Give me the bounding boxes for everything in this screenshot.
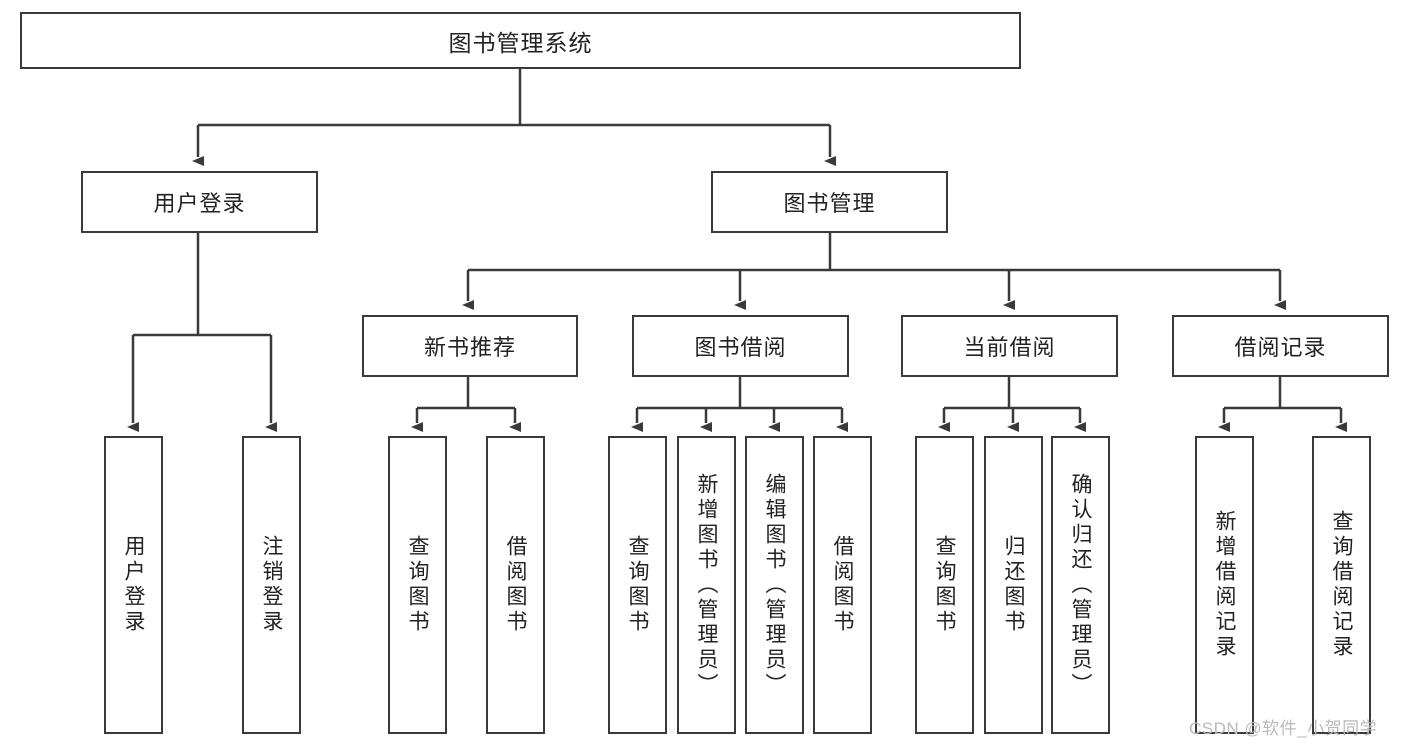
node-leaf-borrow-book-2[interactable]: 借阅图书 [813,436,872,734]
node-leaf-add-book-label: 新增图书（管理员） [695,472,718,698]
node-book-manage-label: 图书管理 [783,191,876,216]
node-leaf-user-login[interactable]: 用户登录 [104,436,163,734]
node-user-login-label: 用户登录 [153,191,246,216]
node-leaf-borrow-book-1-label: 借阅图书 [504,535,527,635]
node-root-label: 图书管理系统 [448,29,593,56]
node-leaf-query-book-2[interactable]: 查询图书 [608,436,667,734]
node-leaf-confirm-return-label: 确认归还（管理员） [1069,472,1092,698]
node-borrow-record-label: 借阅记录 [1234,335,1327,360]
node-leaf-borrow-book-2-label: 借阅图书 [831,535,854,635]
node-leaf-logout[interactable]: 注销登录 [242,436,301,734]
node-leaf-query-book-1[interactable]: 查询图书 [388,436,447,734]
node-leaf-return-book[interactable]: 归还图书 [984,436,1043,734]
node-leaf-return-book-label: 归还图书 [1002,535,1025,635]
node-leaf-user-login-label: 用户登录 [122,535,145,635]
node-leaf-edit-book[interactable]: 编辑图书（管理员） [745,436,804,734]
node-current-borrow[interactable]: 当前借阅 [901,315,1118,377]
node-leaf-query-record-label: 查询借阅记录 [1330,510,1353,660]
node-user-login[interactable]: 用户登录 [81,171,318,233]
node-root[interactable]: 图书管理系统 [20,12,1021,69]
node-book-borrow[interactable]: 图书借阅 [632,315,849,377]
node-leaf-edit-book-label: 编辑图书（管理员） [763,472,786,698]
node-leaf-query-book-2-label: 查询图书 [626,535,649,635]
node-leaf-add-record[interactable]: 新增借阅记录 [1195,436,1254,734]
node-borrow-record[interactable]: 借阅记录 [1172,315,1389,377]
node-leaf-add-record-label: 新增借阅记录 [1213,510,1236,660]
node-leaf-query-record[interactable]: 查询借阅记录 [1312,436,1371,734]
node-leaf-confirm-return[interactable]: 确认归还（管理员） [1051,436,1110,734]
node-new-book-rec[interactable]: 新书推荐 [362,315,578,377]
node-leaf-logout-label: 注销登录 [260,535,283,635]
node-leaf-borrow-book-1[interactable]: 借阅图书 [486,436,545,734]
node-new-book-rec-label: 新书推荐 [423,335,516,360]
node-leaf-query-book-3[interactable]: 查询图书 [915,436,974,734]
node-leaf-query-book-3-label: 查询图书 [933,535,956,635]
node-book-borrow-label: 图书借阅 [694,335,787,360]
node-current-borrow-label: 当前借阅 [963,335,1056,360]
csdn-watermark: CSDN @软件_小贺同学 [1189,719,1378,738]
node-leaf-add-book[interactable]: 新增图书（管理员） [677,436,736,734]
node-leaf-query-book-1-label: 查询图书 [406,535,429,635]
node-book-manage[interactable]: 图书管理 [711,171,948,233]
